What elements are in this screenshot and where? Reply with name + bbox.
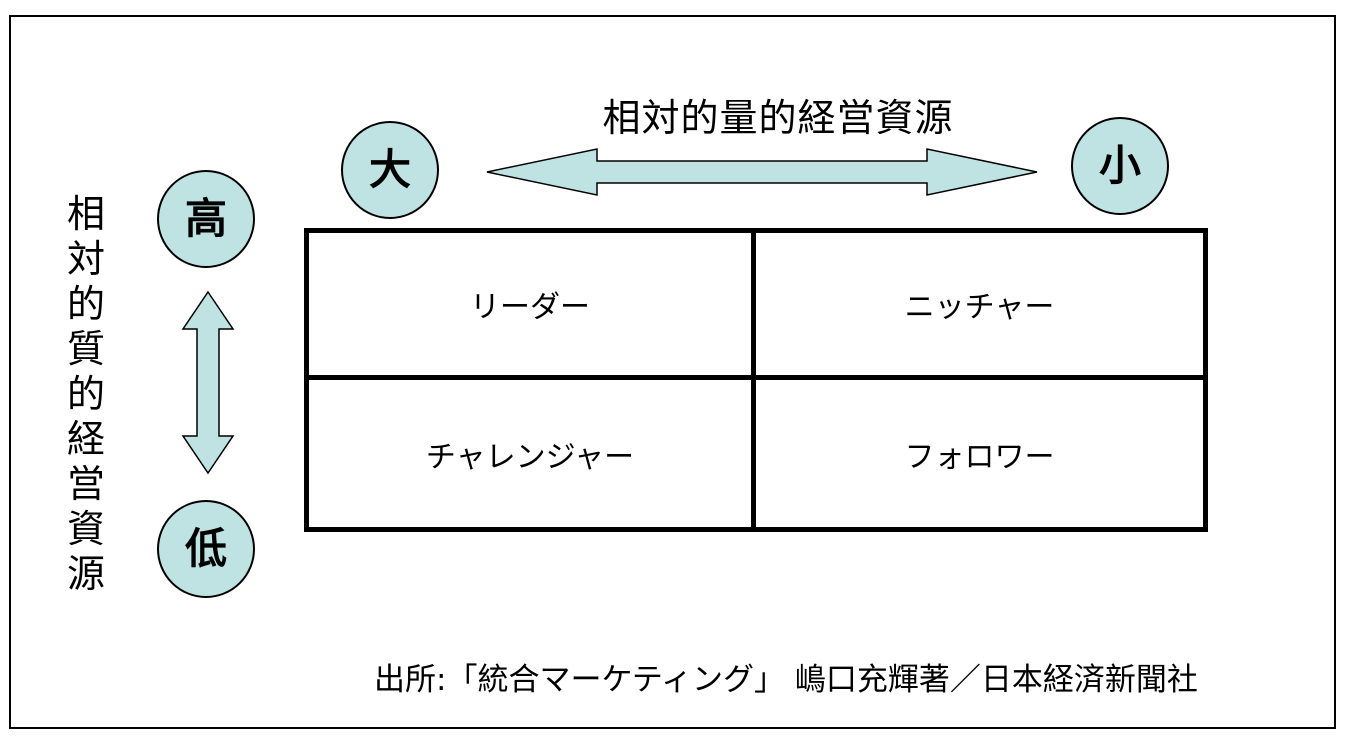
vertical-title-char: 的 xyxy=(66,282,105,326)
vertical-title-char: 質 xyxy=(66,327,105,371)
challenger-cell: チャレンジャー xyxy=(309,380,756,527)
vertical-title-char: 営 xyxy=(66,462,105,506)
vertical-title-char: 的 xyxy=(66,372,105,416)
large-label-circle: 大 xyxy=(341,121,439,219)
vertical-title-char: 源 xyxy=(66,552,105,596)
source-citation: 出所:「統合マーケティング」 嶋口充輝著／日本経済新聞社 xyxy=(374,662,1198,698)
leader-cell: リーダー xyxy=(309,233,756,380)
vertical-axis-title: 相 対 的 質 的 経 営 資 源 xyxy=(62,192,110,597)
diagram-frame xyxy=(9,15,1336,729)
vertical-title-char: 対 xyxy=(66,237,105,281)
follower-cell: フォロワー xyxy=(904,439,1055,475)
small-label-circle: 小 xyxy=(1071,117,1169,215)
vertical-title-char: 相 xyxy=(66,192,105,236)
high-label-circle: 高 xyxy=(157,170,255,268)
vertical-title-char: 資 xyxy=(66,507,105,551)
strategy-matrix: リーダー ニッチャー チャレンジャー フォロワー xyxy=(304,228,1208,532)
vertical-title-char: 経 xyxy=(66,417,105,461)
low-label-circle: 低 xyxy=(157,500,255,598)
nicher-cell: ニッチャー xyxy=(756,233,1203,380)
horizontal-axis-title: 相対的量的経営資源 xyxy=(602,96,954,140)
